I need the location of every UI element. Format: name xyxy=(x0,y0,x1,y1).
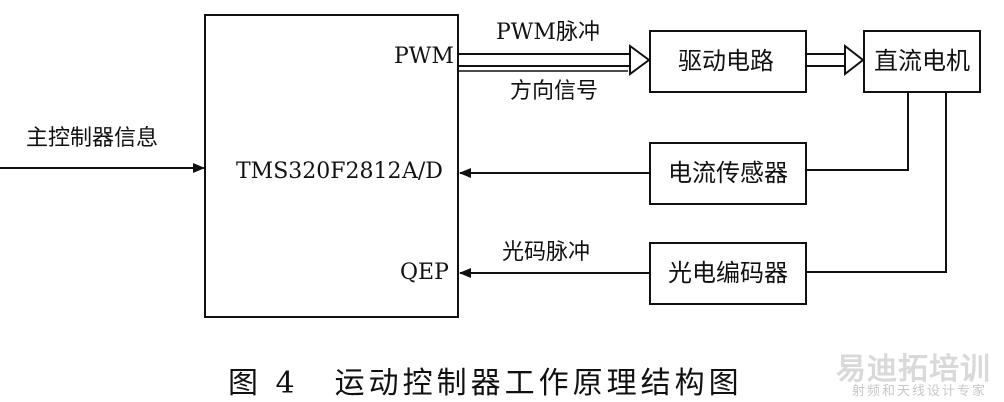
figure-title: 运动控制器工作原理结构图 xyxy=(334,366,743,401)
motor-to-sensor-line xyxy=(806,92,909,171)
pwm-pulse-label: PWM脉冲 xyxy=(496,20,600,45)
driver-label: 驱动电路 xyxy=(678,47,774,75)
port-pwm: PWM xyxy=(394,44,454,69)
direction-signal-label: 方向信号 xyxy=(510,79,599,104)
port-qep: QEP xyxy=(400,260,449,285)
motor-label: 直流电机 xyxy=(874,47,970,75)
driver-block xyxy=(649,30,807,93)
watermark-main: 易迪拓培训 xyxy=(836,352,991,387)
controller-label: TMS320F2812 xyxy=(236,159,402,184)
host-info-label: 主控制器信息 xyxy=(26,126,159,151)
watermark-sub: 射频和天线设计专家 xyxy=(852,384,988,399)
figure-number: 图 4 xyxy=(228,366,299,401)
motor-block xyxy=(863,30,981,93)
pwm-arrow xyxy=(458,44,651,76)
encoder-label: 光电编码器 xyxy=(668,259,788,287)
encoder-pulse-label: 光码脉冲 xyxy=(502,240,591,265)
port-ad: A/D xyxy=(402,159,443,184)
watermark-logo: 易迪拓培训 射频和天线设计专家 xyxy=(836,344,1004,402)
motor-to-encoder-line xyxy=(806,92,947,273)
controller-block xyxy=(204,14,459,318)
current-sensor-label: 电流传感器 xyxy=(668,159,788,187)
driver-to-motor-arrow xyxy=(806,43,865,77)
figure-caption: 图 4 运动控制器工作原理结构图 xyxy=(228,358,743,402)
